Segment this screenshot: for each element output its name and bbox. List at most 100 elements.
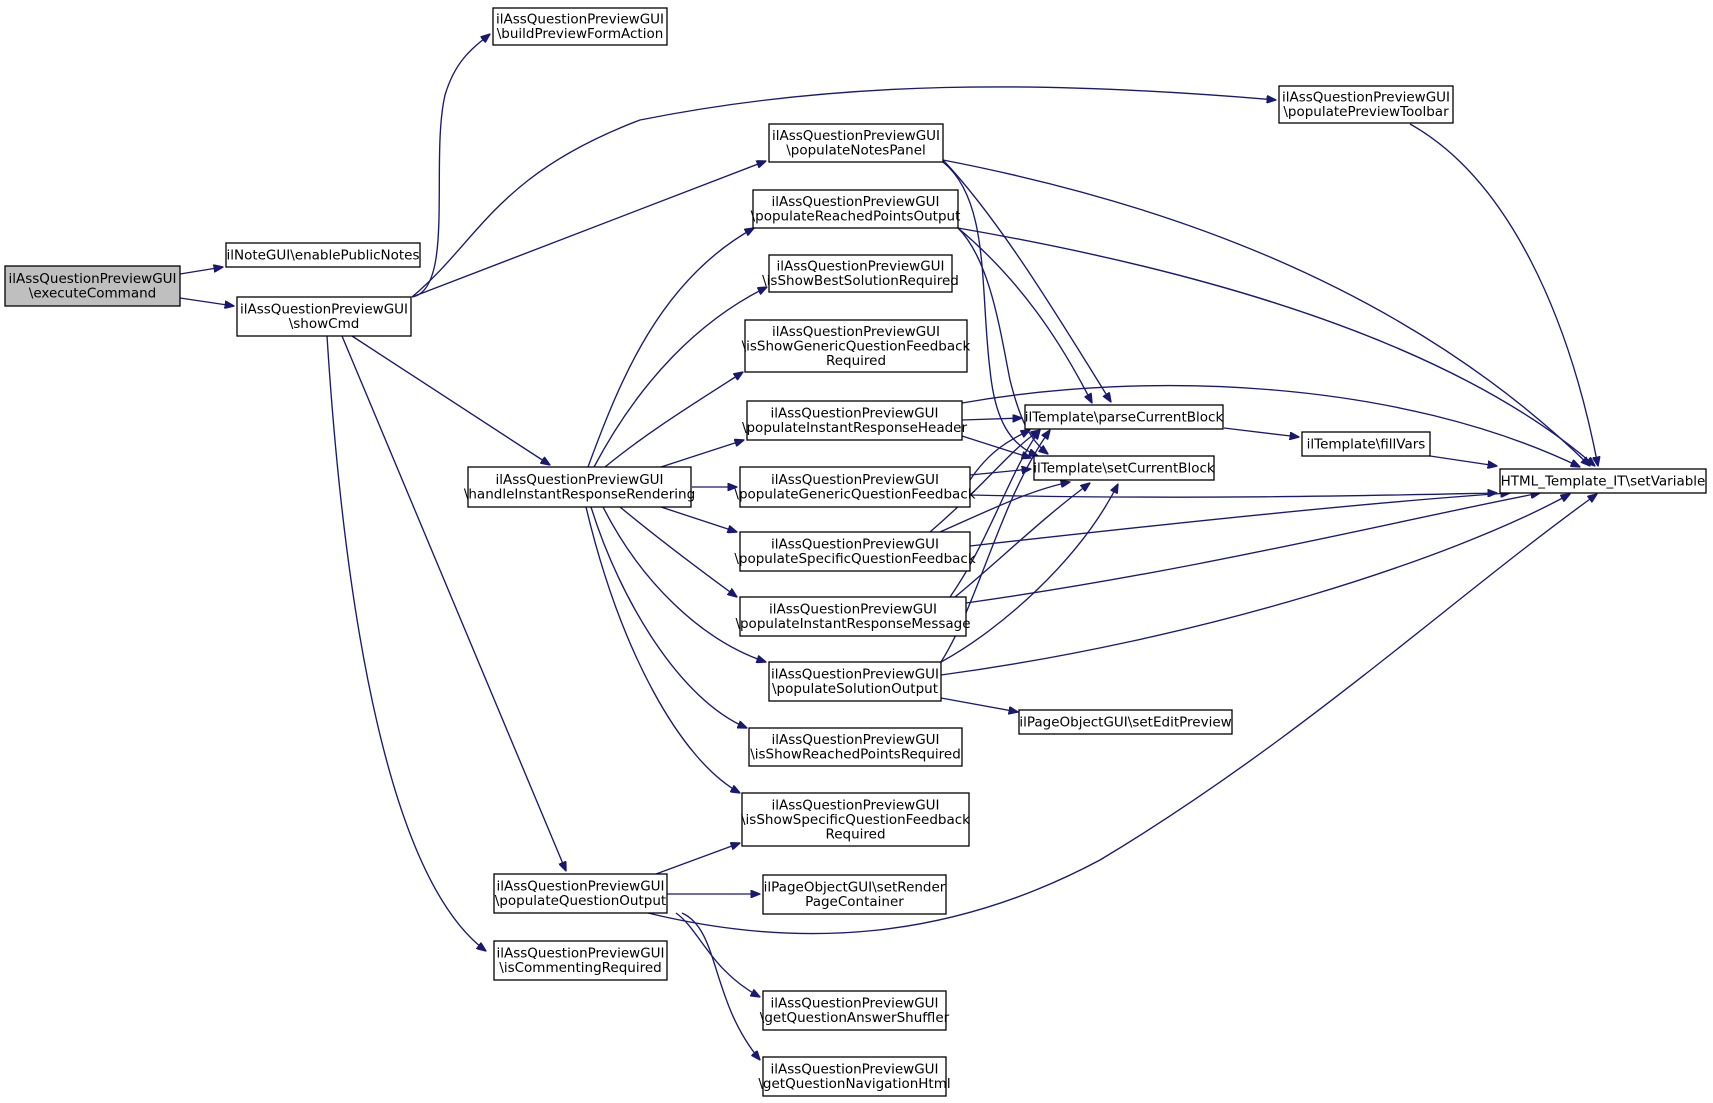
edge-notesPanel-to-setBlock — [942, 161, 1038, 456]
node-label-line: ilAssQuestionPreviewGUI — [776, 259, 944, 275]
node-label-line: ilAssQuestionPreviewGUI — [772, 128, 940, 144]
node-box — [762, 1056, 947, 1097]
node-box — [1499, 468, 1707, 494]
node-showCmd[interactable]: ilAssQuestionPreviewGUI\showCmd — [236, 296, 412, 337]
edge-arrow — [593, 287, 767, 468]
edge-arrow — [942, 159, 1111, 402]
edge-irHeader-to-setVar — [961, 384, 1580, 467]
edge-arrow — [954, 483, 1090, 598]
edge-irHeader-to-setBlock — [961, 435, 1031, 458]
node-box — [744, 319, 968, 373]
node-label-line: ilPageObjectGUI\setEditPreview — [1019, 714, 1231, 730]
node-setVar[interactable]: HTML_Template_IT\setVariable — [1499, 468, 1707, 494]
node-box — [741, 792, 970, 847]
node-specFb[interactable]: ilAssQuestionPreviewGUI\populateSpecific… — [734, 531, 976, 572]
edge-execCmd-to-enableNotes — [179, 267, 223, 275]
node-execCmd[interactable]: ilAssQuestionPreviewGUI\executeCommand — [4, 265, 181, 307]
edge-arrow — [969, 469, 1031, 476]
node-reachedOut[interactable]: ilAssQuestionPreviewGUI\populateReachedP… — [751, 189, 961, 229]
edge-arrow — [602, 506, 766, 662]
edge-handleIR-to-solOut — [602, 506, 766, 662]
node-enableNotes[interactable]: ilNoteGUI\enablePublicNotes — [225, 242, 421, 268]
edge-qOut-to-specReq — [655, 843, 740, 875]
edge-execCmd-to-showCmd — [179, 297, 234, 306]
edge-arrow — [326, 335, 486, 951]
node-label-line: \populateInstantResponseHeader — [742, 420, 968, 436]
node-specReq[interactable]: ilAssQuestionPreviewGUI\isShowSpecificQu… — [741, 792, 970, 847]
node-genReq[interactable]: ilAssQuestionPreviewGUI\isShowGenericQue… — [742, 319, 971, 373]
node-box — [467, 466, 692, 508]
node-label-line: \isShowReachedPointsRequired — [750, 747, 961, 763]
edge-handleIR-to-specFb — [660, 506, 737, 532]
node-notesPanel[interactable]: ilAssQuestionPreviewGUI\populateNotesPan… — [768, 123, 944, 163]
node-label-line: \populateGenericQuestionFeedback — [734, 487, 975, 503]
edge-arrow — [940, 494, 1570, 676]
node-irHeader[interactable]: ilAssQuestionPreviewGUI\populateInstantR… — [742, 400, 968, 441]
node-box — [1024, 404, 1224, 430]
node-bestSol[interactable]: ilAssQuestionPreviewGUI\isShowBestSoluti… — [762, 254, 959, 293]
node-label-line: \isShowGenericQuestionFeedback — [742, 338, 971, 354]
node-label-line: \populateSolutionOutput — [772, 681, 938, 697]
node-box — [225, 242, 421, 268]
node-label-line: ilAssQuestionPreviewGUI — [771, 732, 939, 748]
edge-arrow — [647, 494, 1597, 935]
node-label-line: ilAssQuestionPreviewGUI — [8, 271, 176, 287]
node-label-line: ilTemplate\setCurrentBlock — [1033, 460, 1215, 476]
edge-arrow — [1409, 123, 1598, 466]
edge-handleIR-to-reachedOut — [587, 228, 754, 468]
edge-solOut-to-setVar — [940, 494, 1570, 676]
node-commentReq[interactable]: ilAssQuestionPreviewGUI\isCommentingRequ… — [493, 940, 668, 981]
node-buildForm[interactable]: ilAssQuestionPreviewGUI\buildPreviewForm… — [492, 7, 668, 46]
node-handleIR[interactable]: ilAssQuestionPreviewGUI\handleInstantRes… — [464, 466, 695, 508]
node-reachedReq[interactable]: ilAssQuestionPreviewGUI\isShowReachedPoi… — [748, 727, 963, 767]
node-label-line: ilTemplate\fillVars — [1307, 436, 1426, 452]
node-label-line: \showCmd — [289, 316, 360, 332]
edge-specFb-to-parseBlock — [929, 430, 1040, 533]
node-box — [739, 596, 967, 637]
edge-showCmd-to-notesPanel — [411, 161, 766, 298]
node-label-line: \getQuestionAnswerShuffler — [760, 1010, 950, 1026]
node-setBlock[interactable]: ilTemplate\setCurrentBlock — [1033, 455, 1215, 481]
edge-arrow — [1223, 427, 1299, 437]
edge-showCmd-to-handleIR — [351, 335, 550, 465]
edge-arrow — [942, 161, 1038, 456]
edge-arrow — [957, 227, 1595, 466]
node-label-line: ilAssQuestionPreviewGUI — [496, 879, 664, 895]
node-box — [739, 466, 971, 508]
edge-arrow — [655, 843, 740, 875]
edge-arrow — [1429, 455, 1497, 466]
node-editPrev[interactable]: ilPageObjectGUI\setEditPreview — [1018, 709, 1233, 735]
node-label-line: ilAssQuestionPreviewGUI — [771, 797, 939, 813]
node-box — [1301, 431, 1431, 457]
edge-irMsg-to-parseBlock — [949, 430, 1040, 598]
node-label-line: \populatePreviewToolbar — [1283, 104, 1449, 120]
node-toolbar[interactable]: ilAssQuestionPreviewGUI\populatePreviewT… — [1278, 85, 1454, 124]
node-label-line: \populateQuestionOutput — [495, 893, 666, 909]
node-genFb[interactable]: ilAssQuestionPreviewGUI\populateGenericQ… — [734, 466, 976, 508]
node-parseBlock[interactable]: ilTemplate\parseCurrentBlock — [1024, 404, 1224, 430]
node-fillVars[interactable]: ilTemplate\fillVars — [1301, 431, 1431, 457]
node-navHtml[interactable]: ilAssQuestionPreviewGUI\getQuestionNavig… — [758, 1056, 951, 1097]
edge-arrow — [411, 86, 1276, 298]
edge-qOut-to-navHtml — [681, 912, 760, 1060]
node-box — [236, 296, 412, 337]
node-solOut[interactable]: ilAssQuestionPreviewGUI\populateSolution… — [768, 661, 942, 702]
node-label-line: \populateSpecificQuestionFeedback — [734, 551, 976, 567]
node-qOut[interactable]: ilAssQuestionPreviewGUI\populateQuestion… — [493, 873, 668, 914]
node-label-line: ilAssQuestionPreviewGUI — [496, 12, 664, 28]
edge-qOut-to-shuffler — [675, 912, 760, 997]
node-box — [762, 990, 947, 1031]
edge-notesPanel-to-setVar — [942, 159, 1590, 466]
node-label-line: \isCommentingRequired — [499, 960, 661, 976]
node-label-line: ilAssQuestionPreviewGUI — [770, 996, 938, 1012]
edge-arrow — [681, 912, 760, 1060]
node-box — [748, 727, 963, 767]
node-shuffler[interactable]: ilAssQuestionPreviewGUI\getQuestionAnswe… — [760, 990, 950, 1031]
edge-arrow — [969, 493, 1510, 547]
node-label-line: \executeCommand — [29, 286, 156, 302]
node-irMsg[interactable]: ilAssQuestionPreviewGUI\populateInstantR… — [735, 596, 971, 637]
edge-arrow — [587, 228, 754, 468]
edge-showCmd-to-commentReq — [326, 335, 486, 951]
node-box — [493, 873, 668, 914]
